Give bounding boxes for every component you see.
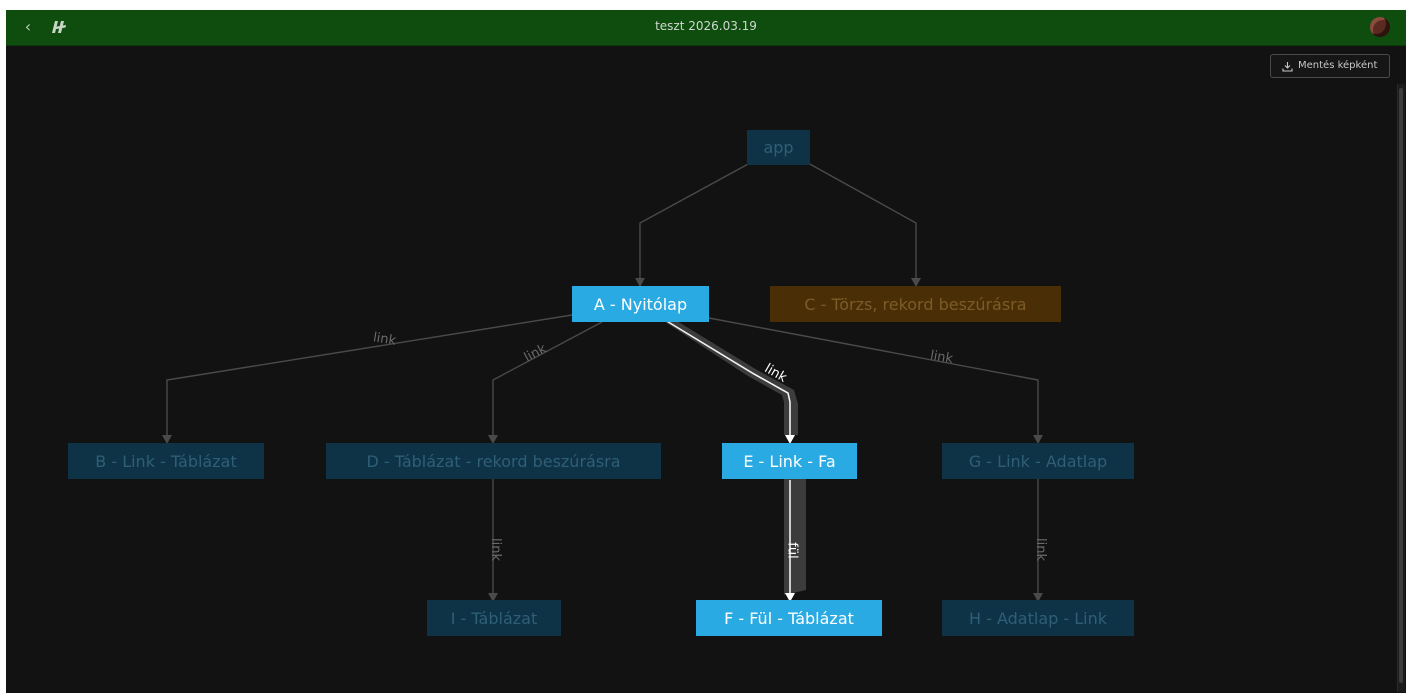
arrow-i [488,593,498,602]
node-d-tablazat[interactable]: D - Táblázat - rekord beszúrásra [326,443,661,479]
arrow-a [635,278,645,287]
arrow-h [1033,593,1043,602]
page-title: teszt 2026.03.19 [655,19,757,33]
arrow-d [488,435,498,444]
arrow-b [162,435,172,444]
node-a-nyitolap[interactable]: A - Nyitólap [572,286,709,322]
download-icon [1282,62,1293,72]
arrow-e [785,435,795,444]
node-c-torzs[interactable]: C - Törzs, rekord beszúrásra [770,286,1061,322]
save-as-image-button[interactable]: Mentés képként [1270,54,1390,78]
arrow-g [1033,435,1043,444]
node-app[interactable]: app [747,130,810,165]
node-f-ful-tablazat[interactable]: F - Fül - Táblázat [696,600,882,636]
arrow-f [785,593,795,602]
app-logo-icon[interactable] [52,20,68,34]
node-e-link-fa[interactable]: E - Link - Fa [722,443,857,479]
edge-a-d [492,321,603,435]
arrow-c [911,278,921,287]
user-avatar[interactable] [1370,17,1390,37]
edge-label-e-f: fül [784,542,800,559]
app-window: ‹ teszt 2026.03.19 Mentés képként [6,10,1406,693]
edge-app-a [639,162,751,287]
edge-app-c [807,162,917,287]
top-bar: ‹ teszt 2026.03.19 [6,10,1406,46]
graph-edges [162,162,1043,602]
vertical-scrollbar[interactable] [1397,84,1405,692]
node-b-link-tablazat[interactable]: B - Link - Táblázat [68,443,264,479]
chevron-left-icon[interactable]: ‹ [24,17,32,36]
edge-label-d-i: link [488,538,503,561]
edge-a-g [708,317,1039,435]
edge-a-b [166,314,573,435]
node-h-adatlap-link[interactable]: H - Adatlap - Link [942,600,1134,636]
scrollbar-thumb[interactable] [1399,88,1403,683]
node-g-link-adatlap[interactable]: G - Link - Adatlap [942,443,1134,479]
save-as-image-label: Mentés képként [1298,60,1378,71]
node-i-tablazat[interactable]: I - Táblázat [427,600,561,636]
edge-label-g-h: link [1033,538,1048,561]
